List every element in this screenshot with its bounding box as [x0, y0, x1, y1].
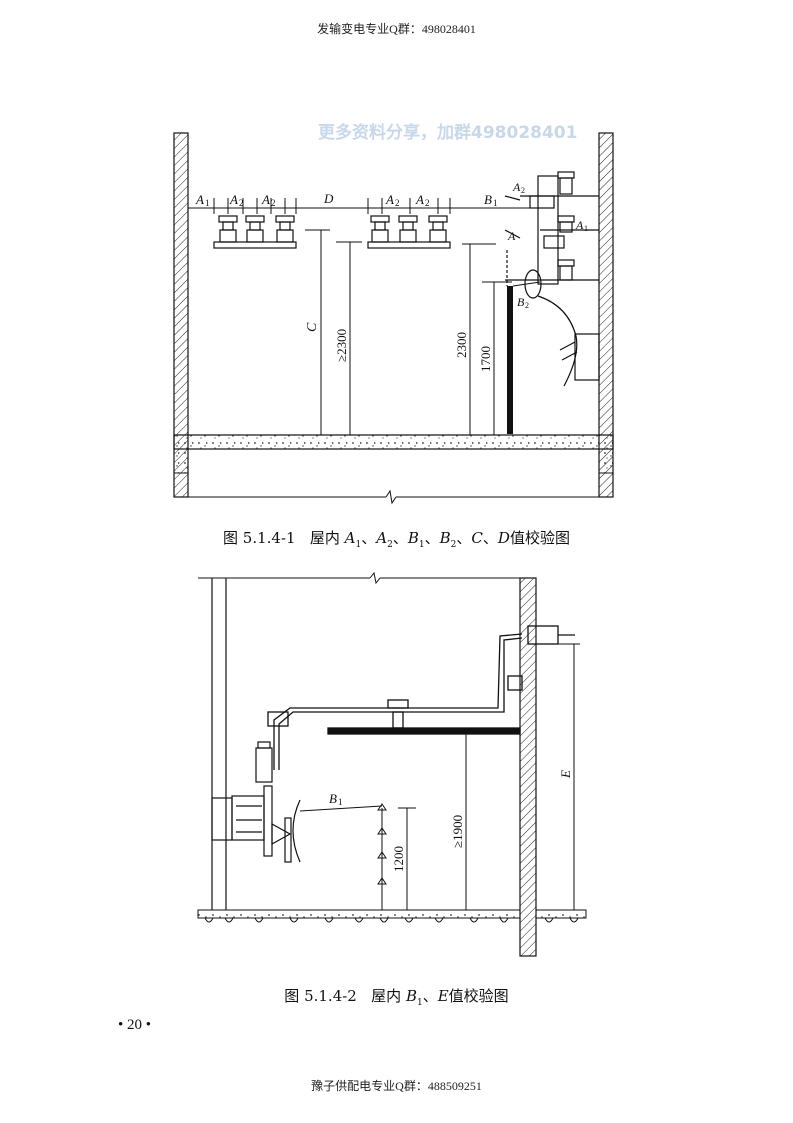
page-header: 发输变电专业Q群：498028401: [317, 22, 476, 36]
barrier-post: [507, 281, 541, 434]
figure-1-drawing: A 1 A 2 A 2 D A 2 A 2 B 1 A 2 A 1 A B 2 …: [173, 132, 614, 505]
label-b1: B: [484, 192, 492, 207]
label-e: E: [558, 770, 573, 779]
busbar-insulator-group-left: [213, 215, 297, 249]
svg-text:1: 1: [584, 224, 588, 233]
label-b2: B: [517, 295, 525, 309]
label-a2-4: A: [415, 192, 424, 207]
svg-text:1: 1: [493, 198, 498, 208]
label-a2-2: A: [261, 192, 270, 207]
label-d: D: [323, 191, 334, 206]
label-ge1900: ≥1900: [450, 815, 465, 848]
svg-text:1: 1: [205, 198, 210, 208]
svg-text:2: 2: [425, 198, 430, 208]
label-b1-fig2: B: [329, 791, 337, 806]
label-c: C: [305, 322, 320, 332]
watermark-text: 更多资料分享，加群498028401: [318, 123, 578, 143]
svg-text:1: 1: [338, 797, 343, 807]
figure-2-drawing: B 1 E ≥1900 1200: [197, 571, 587, 957]
ceiling-line: [198, 571, 522, 585]
svg-text:2: 2: [239, 198, 244, 208]
label-2300: 2300: [454, 332, 469, 358]
svg-text:2: 2: [395, 198, 400, 208]
right-wall-2: [519, 577, 537, 957]
label-a1-2: A: [575, 218, 584, 232]
barrier-fence: [377, 803, 387, 910]
svg-text:2: 2: [521, 186, 525, 195]
figure-1-caption: 图 5.1.4-1 屋内 A1、A2、B1、B2、C、D值校验图: [223, 529, 570, 550]
dimension-lines-vertical: [305, 229, 512, 435]
dimension-line-top: [188, 198, 540, 214]
label-a2-3: A: [385, 192, 394, 207]
figure-2-caption: 图 5.1.4-2 屋内 B1、E值校验图: [284, 987, 509, 1008]
left-panel: [211, 578, 227, 910]
svg-text:2: 2: [525, 301, 529, 310]
switchgear-equipment: [504, 171, 600, 387]
label-a1: A: [195, 192, 204, 207]
busbar-insulator-group-right: [367, 215, 451, 249]
svg-text:2: 2: [271, 198, 276, 208]
floor-slab: [173, 434, 614, 505]
label-1200: 1200: [391, 846, 406, 872]
label-a-diag: A: [507, 229, 516, 243]
page-number: • 20 •: [118, 1017, 152, 1033]
figure-2-labels: B 1 E ≥1900 1200: [329, 770, 573, 872]
dimension-lines-2: [299, 643, 580, 910]
floor-2: [197, 909, 587, 923]
label-ge2300: ≥2300: [334, 329, 349, 362]
switchgear-left: [211, 741, 301, 863]
label-1700: 1700: [478, 346, 493, 372]
page-footer: 豫子供配电专业Q群：488509251: [311, 1079, 482, 1093]
figure-1-labels: A 1 A 2 A 2 D A 2 A 2 B 1 A 2 A 1 A B 2 …: [195, 180, 588, 372]
label-a2-1: A: [229, 192, 238, 207]
label-a2-5: A: [512, 180, 521, 194]
